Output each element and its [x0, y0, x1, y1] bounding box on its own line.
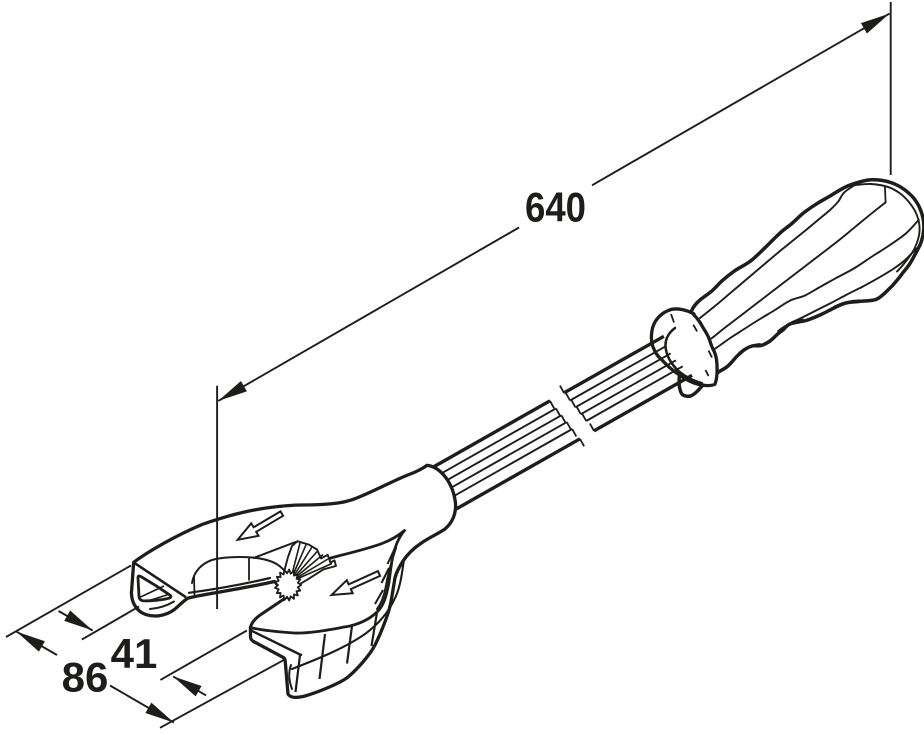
svg-text:41: 41: [111, 630, 158, 677]
svg-text:86: 86: [62, 654, 109, 701]
svg-text:640: 640: [525, 184, 586, 231]
